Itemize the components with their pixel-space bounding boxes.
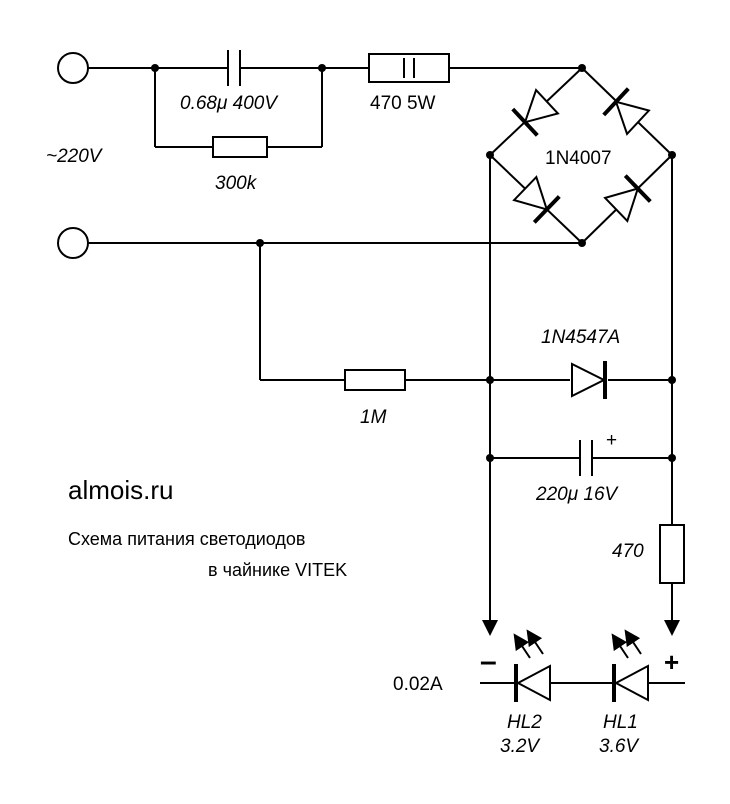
led-chain xyxy=(480,629,685,702)
input-terminal-bottom xyxy=(57,227,89,259)
bridge-diode-2 xyxy=(602,87,651,136)
top-rail-wires xyxy=(88,67,582,148)
input-terminal-top xyxy=(57,52,89,84)
current-label: 0.02A xyxy=(393,674,443,695)
hl1-name: HL1 xyxy=(603,712,638,733)
led-hl2 xyxy=(513,629,551,702)
junction-dots xyxy=(151,64,676,462)
resistor-300k xyxy=(212,136,268,158)
resistor-470-5w xyxy=(368,53,450,83)
res-1m-label: 1M xyxy=(360,407,387,428)
voltage-label: ~220V xyxy=(46,146,104,167)
res-top-label: 470 5W xyxy=(370,93,436,114)
minus-sign: – xyxy=(480,645,497,678)
capacitor-0-68u xyxy=(227,50,241,86)
capacitor-220u xyxy=(579,440,593,476)
bridge-diode-3 xyxy=(512,175,561,224)
zener-label: 1N4547A xyxy=(541,327,620,348)
hl2-voltage: 3.2V xyxy=(500,736,541,757)
cap-plus-label: + xyxy=(606,430,617,451)
caption-line-1: Схема питания светодиодов xyxy=(68,529,305,549)
resistor-1m xyxy=(344,369,406,391)
led-hl1 xyxy=(611,629,649,702)
bottom-input-wires xyxy=(88,242,582,381)
output-rails xyxy=(489,155,673,620)
bridge-diode-1 xyxy=(511,88,560,137)
cap-filter-label: 220μ 16V xyxy=(535,484,620,505)
hl1-voltage: 3.6V xyxy=(599,736,640,757)
hl2-name: HL2 xyxy=(507,712,542,733)
cap-top-label: 0.68μ 400V xyxy=(180,93,279,114)
caption-line-2: в чайнике VITEK xyxy=(208,560,347,580)
res-470-label: 470 xyxy=(612,541,644,562)
zener-diode xyxy=(571,361,607,399)
diode-bridge xyxy=(489,67,673,244)
res-parallel-label: 300k xyxy=(215,173,258,194)
site-label: almois.ru xyxy=(68,475,173,505)
resistor-470 xyxy=(659,524,685,584)
bridge-label: 1N4007 xyxy=(545,148,612,169)
bridge-diode-4 xyxy=(603,174,652,223)
plus-sign: + xyxy=(664,647,679,677)
